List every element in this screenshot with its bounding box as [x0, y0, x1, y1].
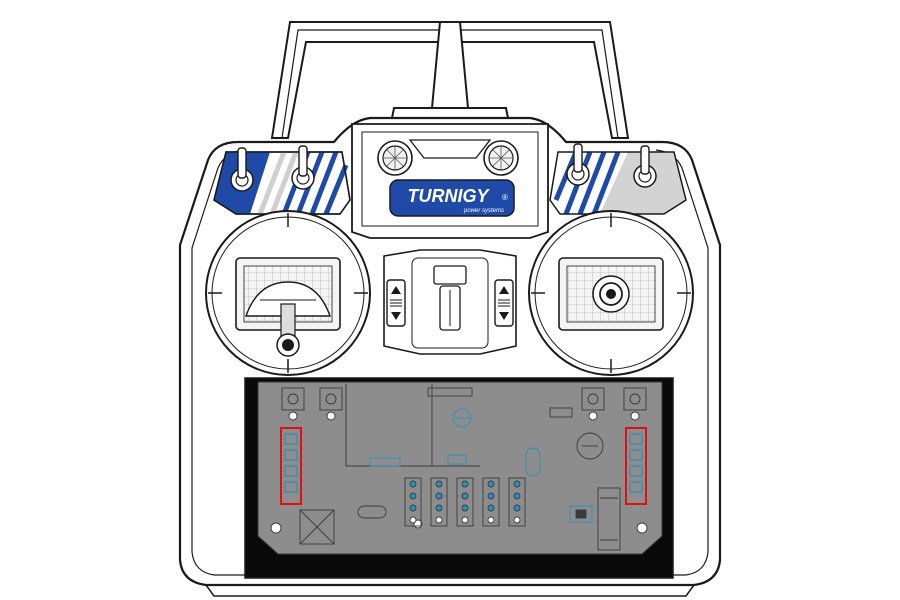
trim-arrow-icon — [498, 286, 510, 320]
trim-arrow-icon — [390, 286, 402, 320]
brand-reg-mark: ® — [502, 193, 508, 202]
toggle-switch-swd[interactable] — [633, 145, 657, 188]
pin-header-icon — [508, 477, 526, 527]
battery-contact-left — [280, 427, 302, 505]
toggle-switch-swb[interactable] — [291, 145, 315, 190]
toggle-switch-icon — [230, 147, 254, 192]
toggle-switch-icon — [633, 145, 657, 188]
elevator-trim-right[interactable] — [494, 279, 514, 327]
right-gimbal[interactable] — [528, 210, 694, 376]
knob-icon — [483, 140, 519, 176]
pin-header-icon — [404, 477, 422, 527]
pin-header-icon — [482, 477, 500, 527]
toggle-switch-icon — [566, 143, 590, 186]
mount-pad — [623, 387, 647, 421]
toggle-switch-swa[interactable] — [230, 147, 254, 192]
mount-pad — [581, 387, 605, 421]
battery-contact-right — [625, 427, 647, 505]
left-gimbal[interactable] — [205, 210, 371, 376]
gimbal-stick-icon — [235, 257, 341, 357]
center-slot — [433, 265, 467, 331]
toggle-switch-icon — [291, 145, 315, 190]
brand-logo: TURNIGY ® power systems — [389, 179, 515, 217]
knob-vrb[interactable] — [483, 140, 519, 176]
brand-tagline: power systems — [463, 208, 504, 214]
mount-pad — [319, 387, 343, 421]
toggle-switch-swc[interactable] — [566, 143, 590, 186]
pin-header-icon — [430, 477, 448, 527]
pin-header-icon — [456, 477, 474, 527]
knob-vra[interactable] — [377, 140, 413, 176]
mount-pad — [281, 387, 305, 421]
pcb-board — [270, 384, 648, 551]
throttle-trim-left[interactable] — [386, 279, 406, 327]
right-shoulder-panel — [549, 151, 687, 215]
knob-icon — [377, 140, 413, 176]
gimbal-stick-icon — [558, 257, 664, 331]
pcb-pin-headers — [404, 477, 526, 527]
brand-name: TURNIGY — [408, 186, 491, 206]
